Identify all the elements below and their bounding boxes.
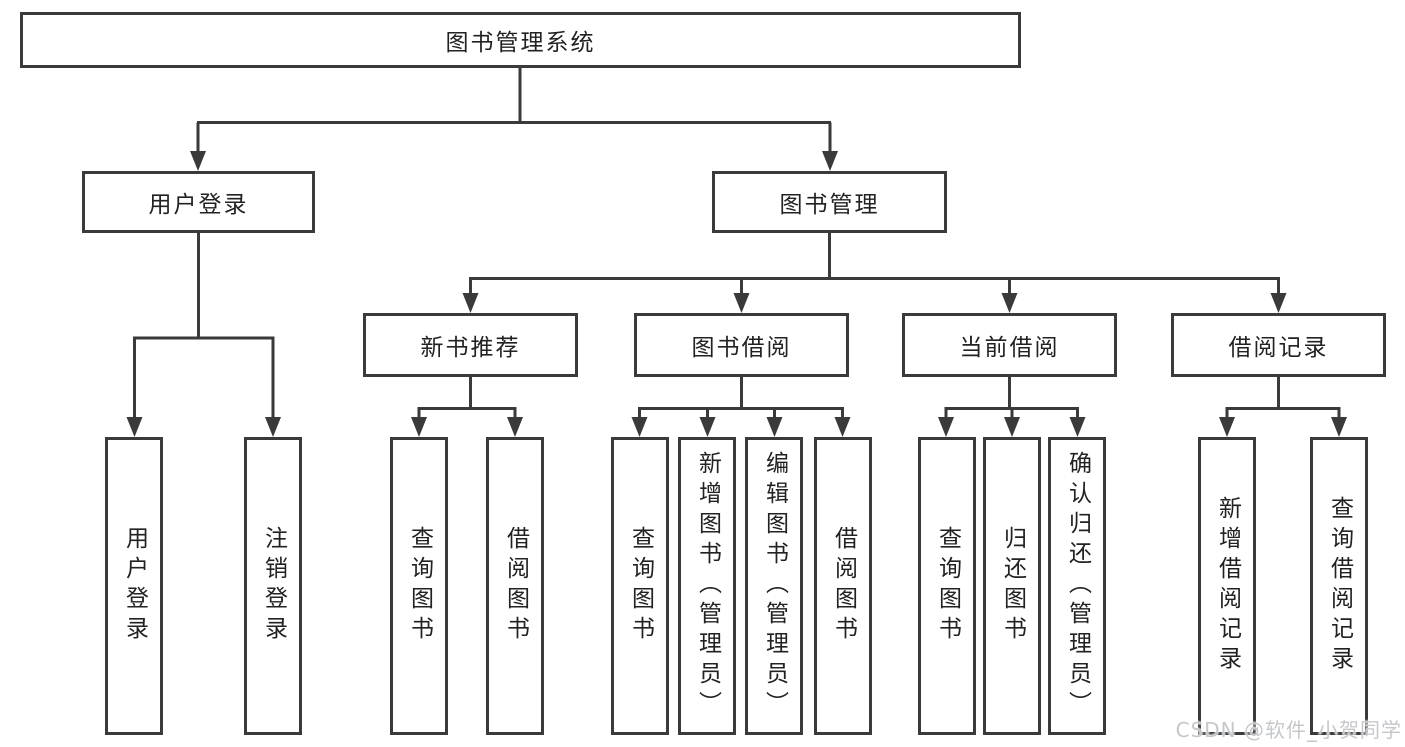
leaf-confirm-return-admin: 确认归还（管理员） <box>1048 437 1106 735</box>
leaf-label: 确认归还（管理员） <box>1064 451 1091 721</box>
connector-book-borrowing <box>638 377 844 421</box>
connector-borrowing-records <box>1225 377 1341 421</box>
node-current-borrowing: 当前借阅 <box>902 313 1117 377</box>
connector-book-management <box>469 233 1280 297</box>
connector-current-borrowing <box>944 377 1079 421</box>
arrowhead <box>766 417 783 437</box>
leaf-label: 新增借阅记录 <box>1214 496 1241 676</box>
leaf-edit-books-admin: 编辑图书（管理员） <box>745 437 803 735</box>
leaf-label: 查询图书 <box>934 526 961 646</box>
leaf-logout: 注销登录 <box>244 437 302 735</box>
leaf-label: 新增图书（管理员） <box>694 451 721 721</box>
arrowhead <box>1219 417 1235 437</box>
arrowhead <box>733 293 750 313</box>
leaf-label: 编辑图书（管理员） <box>761 451 788 721</box>
arrowhead <box>126 417 143 437</box>
arrowhead <box>938 417 954 437</box>
node-library-management-system: 图书管理系统 <box>20 12 1021 68</box>
node-label: 用户登录 <box>148 192 249 218</box>
node-new-book-recommendation: 新书推荐 <box>363 313 578 377</box>
arrowhead <box>1004 417 1020 437</box>
node-book-borrowing: 图书借阅 <box>634 313 849 377</box>
leaf-query-borrow-record: 查询借阅记录 <box>1310 437 1368 735</box>
leaf-query-books: 查询图书 <box>918 437 976 735</box>
arrowhead <box>1001 293 1018 313</box>
arrowhead <box>1270 293 1287 313</box>
connector-user-login <box>133 233 275 421</box>
node-book-management: 图书管理 <box>712 171 947 233</box>
node-borrowing-records: 借阅记录 <box>1171 313 1386 377</box>
connector-new-books <box>417 377 517 421</box>
leaf-label: 查询图书 <box>406 526 433 646</box>
node-user-login: 用户登录 <box>82 171 315 233</box>
arrowhead <box>411 417 427 437</box>
arrowhead <box>1069 417 1086 437</box>
leaf-query-books: 查询图书 <box>390 437 448 735</box>
leaf-borrow-books: 借阅图书 <box>814 437 872 735</box>
node-label: 新书推荐 <box>420 335 521 361</box>
leaf-add-books-admin: 新增图书（管理员） <box>678 437 736 735</box>
leaf-add-borrow-record: 新增借阅记录 <box>1198 437 1256 735</box>
arrowhead <box>699 417 716 437</box>
leaf-label: 查询图书 <box>627 526 654 646</box>
arrowhead <box>265 417 281 437</box>
connector-root-to-level2 <box>196 68 832 155</box>
arrowhead <box>631 417 648 437</box>
node-label: 当前借阅 <box>959 335 1060 361</box>
leaf-return-books: 归还图书 <box>983 437 1041 735</box>
leaf-label: 借阅图书 <box>830 526 857 646</box>
leaf-label: 查询借阅记录 <box>1326 496 1353 676</box>
leaf-label: 借阅图书 <box>502 526 529 646</box>
node-label: 借阅记录 <box>1228 335 1329 361</box>
arrowhead <box>462 293 479 313</box>
arrowhead <box>190 151 206 171</box>
node-label: 图书借阅 <box>691 335 792 361</box>
leaf-label: 归还图书 <box>999 526 1026 646</box>
arrowhead <box>507 417 523 437</box>
leaf-user-login: 用户登录 <box>105 437 163 735</box>
leaf-query-books: 查询图书 <box>611 437 669 735</box>
leaf-label: 用户登录 <box>121 526 148 646</box>
node-label: 图书管理 <box>779 192 880 218</box>
arrowhead <box>1331 417 1347 437</box>
leaf-label: 注销登录 <box>260 526 287 646</box>
leaf-borrow-books: 借阅图书 <box>486 437 544 735</box>
arrowhead <box>822 151 838 171</box>
arrowhead <box>834 417 851 437</box>
csdn-watermark: CSDN @软件_小贺同学 <box>1175 718 1402 742</box>
node-label: 图书管理系统 <box>445 30 596 56</box>
